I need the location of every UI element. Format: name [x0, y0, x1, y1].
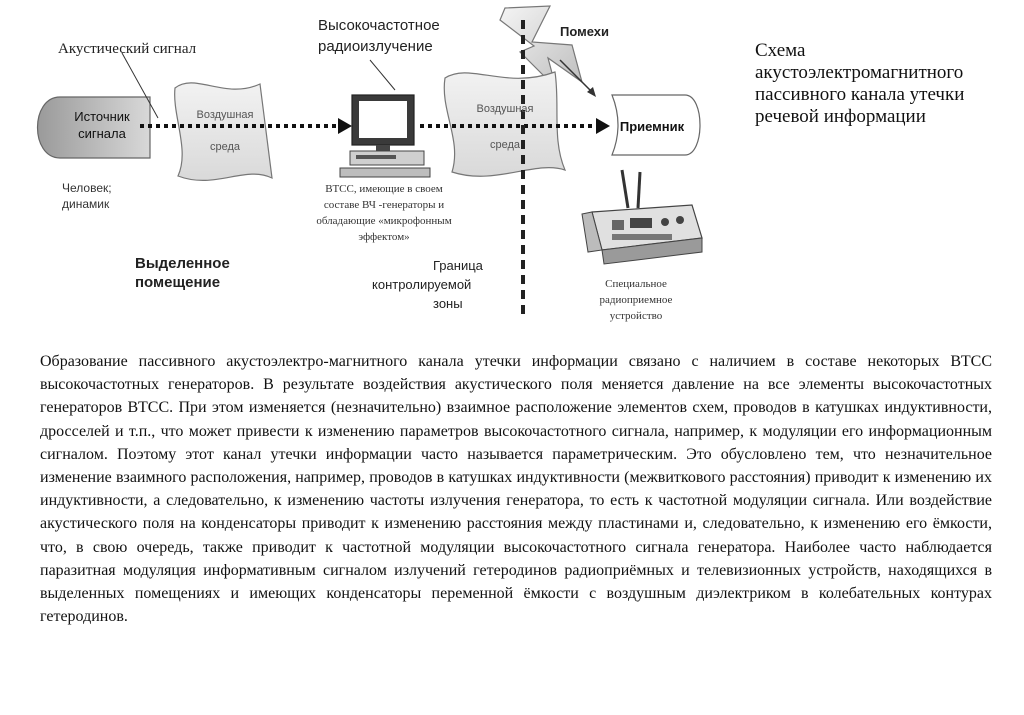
device-label-2: радиоприемное [600, 294, 673, 306]
room-label-1: Выделенное [135, 255, 230, 272]
receiver-shape [611, 94, 701, 156]
air-medium-2-shape [443, 71, 567, 177]
air-medium-2-label-2: среда [490, 139, 521, 151]
caption-line-2: акустоэлектромагнитного [755, 62, 964, 83]
vtss-label-1: ВТСС, имеющие в своем [325, 183, 442, 195]
hf-label-leader [369, 59, 396, 91]
arrow-to-receiver-icon [596, 118, 610, 134]
signal-source-shape [37, 96, 151, 159]
receiver-label: Приемник [620, 119, 685, 134]
body-paragraph: Образование пассивного акустоэлектро-маг… [40, 353, 992, 626]
air-medium-1-label-2: среда [210, 141, 241, 153]
air-medium-2-label-1: Воздушная [476, 103, 533, 115]
boundary-label-3: зоны [433, 296, 463, 311]
interference-arrow-icon [587, 87, 596, 97]
hf-radiation-label-2: радиоизлучение [318, 38, 433, 55]
person-label-1: Человек; [62, 181, 112, 195]
diagram-caption: Схема акустоэлектромагнитного пассивного… [755, 40, 1015, 128]
boundary-label-1: Граница [433, 258, 484, 273]
radio-device-icon [581, 169, 703, 265]
caption-line-3: пассивного канала утечки [755, 84, 965, 105]
source-label-1: Источник [74, 109, 130, 124]
diagram: Акустический сигнал Высокочастотное ради… [0, 0, 740, 350]
hf-radiation-label-1: Высокочастотное [318, 17, 440, 34]
air-medium-1-label-1: Воздушная [196, 109, 253, 121]
air-medium-1-shape [174, 82, 273, 181]
caption-line-1: Схема [755, 40, 806, 61]
device-label-1: Специальное [605, 278, 667, 290]
acoustic-signal-label: Акустический сигнал [58, 41, 197, 57]
acoustic-label-leader [121, 52, 159, 119]
caption-line-4: речевой информации [755, 106, 926, 127]
computer-icon [339, 94, 431, 178]
vtss-label-2: составе ВЧ -генераторы и [324, 199, 444, 211]
interference-label: Помехи [560, 24, 609, 39]
vtss-label-3: обладающие «микрофонным [316, 215, 451, 227]
source-label-2: сигнала [78, 126, 126, 141]
room-label-2: помещение [135, 274, 220, 291]
boundary-label-2: контролируемой [372, 277, 471, 292]
arrow-to-computer-icon [338, 118, 352, 134]
interference-arrow-line [559, 59, 593, 93]
vtss-label-4: эффектом» [358, 231, 409, 243]
person-label-2: динамик [62, 197, 110, 211]
device-label-3: устройство [610, 310, 663, 322]
